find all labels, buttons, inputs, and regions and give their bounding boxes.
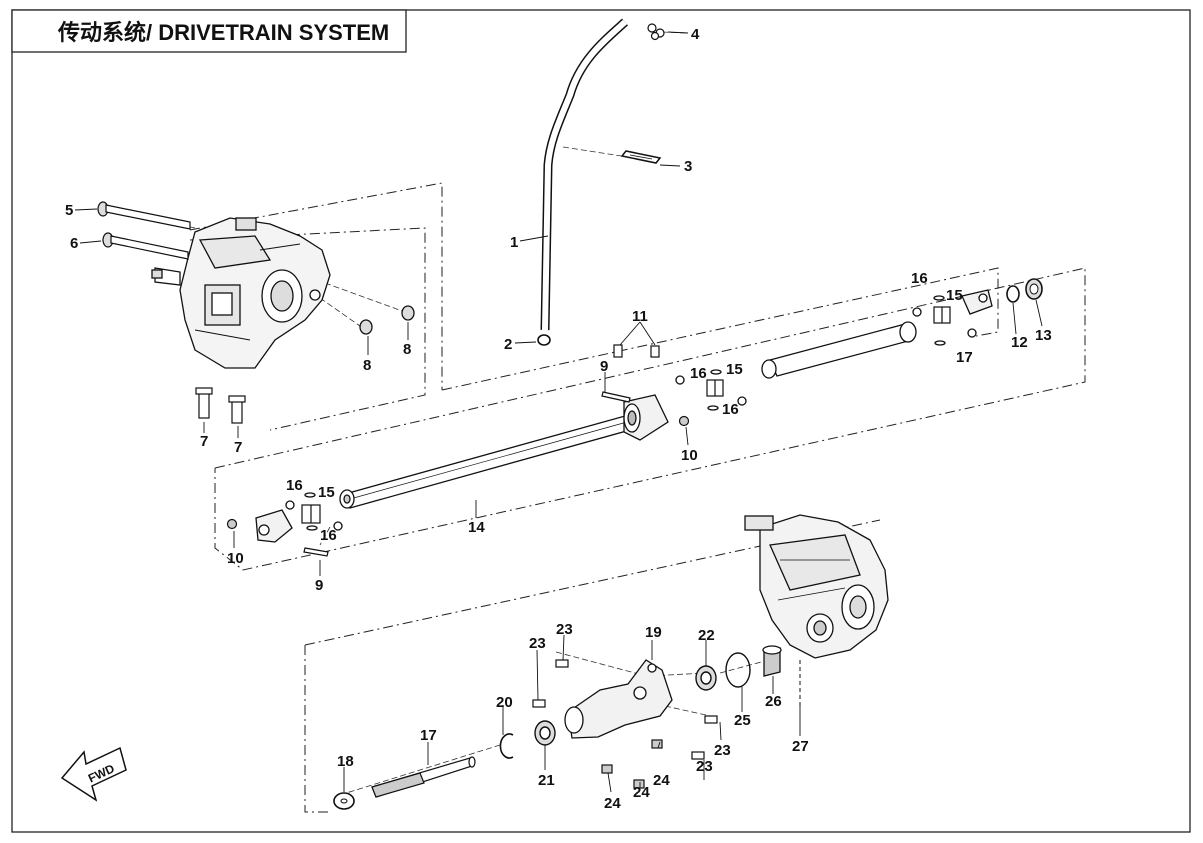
callout-24a: 24 xyxy=(604,795,621,812)
part-5-bolt xyxy=(97,201,191,230)
part-21-bearing xyxy=(534,720,556,746)
callout-22: 22 xyxy=(698,627,715,644)
callout-5: 5 xyxy=(65,202,73,219)
part-4-clips xyxy=(647,23,665,41)
part-15-ujoints xyxy=(301,306,951,524)
part-17-shaft xyxy=(371,756,476,798)
callout-8a: 8 xyxy=(363,357,371,374)
part-1-tube xyxy=(540,18,629,331)
callout-1: 1 xyxy=(510,234,518,251)
part-16-circlips xyxy=(285,295,977,531)
callout-numbers: 1 2 3 4 5 6 7 7 8 8 9 9 10 10 11 12 13 1… xyxy=(65,26,1052,812)
leader-lines xyxy=(109,31,781,796)
callout-16a: 16 xyxy=(286,477,303,494)
callout-16c: 16 xyxy=(690,365,707,382)
part-24-nuts xyxy=(601,739,663,789)
part-13-seal xyxy=(1025,278,1043,300)
callout-16b: 16 xyxy=(320,527,337,544)
callout-15a: 15 xyxy=(318,484,335,501)
callout-7a: 7 xyxy=(200,433,208,450)
callout-17: 17 xyxy=(420,727,437,744)
callout-lines xyxy=(74,31,1043,793)
part-14b-rear-shaft xyxy=(761,321,917,379)
callout-15c: 15 xyxy=(946,287,963,304)
callout-23b: 23 xyxy=(556,621,573,638)
part-8-nuts xyxy=(359,305,415,335)
callout-25: 25 xyxy=(734,712,751,729)
part-25-oring xyxy=(725,652,751,688)
page-title: 传动系统/ DRIVETRAIN SYSTEM xyxy=(57,20,389,45)
part-3-strap xyxy=(620,150,662,164)
callout-18: 18 xyxy=(337,753,354,770)
callout-2: 2 xyxy=(504,336,512,353)
callout-12: 12 xyxy=(1011,334,1028,351)
callout-9b: 9 xyxy=(315,577,323,594)
part-11-bolts xyxy=(613,344,660,358)
part-2-clamp xyxy=(537,334,551,346)
group-dashed-lines xyxy=(189,182,1086,813)
part-23-bolts xyxy=(532,659,718,760)
part-7-bolts xyxy=(195,387,246,424)
part-14-prop-shaft xyxy=(339,394,669,509)
callout-10a: 10 xyxy=(681,447,698,464)
callout-16e: 16 xyxy=(911,270,928,287)
part-26-sleeve xyxy=(762,645,782,677)
callout-4: 4 xyxy=(691,26,700,43)
part-9-bolts xyxy=(303,391,631,557)
part-27-transmission xyxy=(744,514,889,706)
callout-24c: 24 xyxy=(653,772,670,789)
callout-27: 27 xyxy=(792,738,809,755)
callout-3: 3 xyxy=(684,158,692,175)
part-18-washer xyxy=(333,792,355,810)
diagram-border xyxy=(11,9,1191,833)
part-19-bracket xyxy=(564,659,673,739)
part-6-bolt xyxy=(102,232,189,260)
callout-16f: 17 xyxy=(956,349,973,366)
callout-14: 14 xyxy=(468,519,485,536)
part-20-circlip xyxy=(499,733,514,759)
callout-13: 13 xyxy=(1035,327,1052,344)
callout-21: 21 xyxy=(538,772,555,789)
callout-19: 19 xyxy=(645,624,662,641)
callout-10b: 10 xyxy=(227,550,244,567)
callout-23d: 23 xyxy=(696,758,713,775)
part-22-seal xyxy=(695,665,717,691)
yokes xyxy=(255,289,993,543)
callout-16d: 16 xyxy=(722,401,739,418)
title-box xyxy=(11,9,407,53)
part-12-ring xyxy=(1006,285,1020,303)
callout-7b: 7 xyxy=(234,439,242,456)
callout-26: 26 xyxy=(765,693,782,710)
part-10-nuts xyxy=(226,415,690,530)
fwd-arrow: FWD xyxy=(60,746,127,802)
callout-6: 6 xyxy=(70,235,78,252)
callout-23c: 23 xyxy=(714,742,731,759)
callout-9a: 9 xyxy=(600,358,608,375)
callout-15b: 15 xyxy=(726,361,743,378)
callout-11: 11 xyxy=(632,308,648,325)
callout-23a: 23 xyxy=(529,635,546,652)
callout-24b: 24 xyxy=(633,784,650,801)
callout-20: 20 xyxy=(496,694,513,711)
front-differential xyxy=(151,217,331,369)
callout-8b: 8 xyxy=(403,341,411,358)
